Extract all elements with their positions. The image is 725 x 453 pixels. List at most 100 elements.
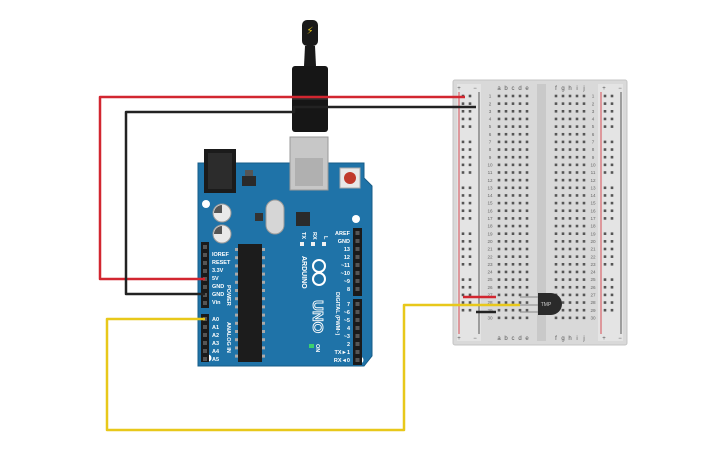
breadboard-hole[interactable]: [518, 186, 522, 190]
breadboard-hole[interactable]: [525, 171, 529, 174]
rail-hole[interactable]: [603, 247, 607, 251]
breadboard-hole[interactable]: [497, 94, 501, 98]
breadboard-hole[interactable]: [497, 102, 501, 105]
breadboard-hole[interactable]: [582, 255, 586, 258]
rail-hole[interactable]: [610, 171, 614, 174]
breadboard-hole[interactable]: [504, 186, 508, 190]
usb-cable[interactable]: ⚡: [292, 20, 328, 132]
breadboard-hole[interactable]: [575, 270, 579, 274]
header-pin[interactable]: [203, 261, 207, 265]
breadboard-hole[interactable]: [511, 155, 515, 159]
breadboard-hole[interactable]: [582, 140, 586, 144]
rail-hole[interactable]: [610, 247, 614, 251]
rail-hole[interactable]: [468, 247, 472, 251]
breadboard-hole[interactable]: [497, 224, 501, 228]
breadboard-hole[interactable]: [497, 240, 501, 243]
rail-hole[interactable]: [603, 140, 607, 144]
header-pin[interactable]: [355, 231, 360, 235]
breadboard-hole[interactable]: [582, 194, 586, 197]
breadboard-hole[interactable]: [518, 308, 522, 312]
breadboard-hole[interactable]: [568, 316, 572, 320]
breadboard-hole[interactable]: [568, 201, 572, 205]
breadboard-hole[interactable]: [568, 125, 572, 128]
breadboard-hole[interactable]: [525, 178, 529, 182]
breadboard-hole[interactable]: [561, 171, 565, 174]
breadboard-hole[interactable]: [504, 140, 508, 144]
rail-hole[interactable]: [603, 171, 607, 174]
breadboard-hole[interactable]: [497, 285, 501, 289]
breadboard-hole[interactable]: [568, 148, 572, 151]
breadboard-hole[interactable]: [554, 263, 558, 266]
header-pin[interactable]: [203, 357, 207, 361]
rail-hole[interactable]: [610, 155, 614, 159]
rail-hole[interactable]: [603, 201, 607, 205]
breadboard-hole[interactable]: [511, 125, 515, 128]
usb-b-port[interactable]: [289, 136, 329, 191]
header-pin[interactable]: [355, 350, 360, 354]
breadboard-hole[interactable]: [497, 270, 501, 274]
breadboard-hole[interactable]: [554, 209, 558, 213]
breadboard-hole[interactable]: [575, 301, 579, 304]
breadboard-hole[interactable]: [568, 240, 572, 243]
breadboard-hole[interactable]: [575, 201, 579, 205]
breadboard-hole[interactable]: [511, 186, 515, 190]
header-pin[interactable]: [355, 358, 360, 362]
breadboard-hole[interactable]: [561, 117, 565, 121]
breadboard-hole[interactable]: [554, 255, 558, 258]
breadboard-hole[interactable]: [561, 178, 565, 182]
breadboard-hole[interactable]: [554, 247, 558, 251]
breadboard-hole[interactable]: [504, 94, 508, 98]
breadboard-hole[interactable]: [561, 232, 565, 235]
breadboard-hole[interactable]: [575, 163, 579, 167]
breadboard-hole[interactable]: [518, 232, 522, 235]
breadboard-hole[interactable]: [582, 148, 586, 151]
breadboard-hole[interactable]: [497, 217, 501, 220]
header-pin[interactable]: [355, 302, 360, 306]
rail-hole[interactable]: [610, 163, 614, 167]
breadboard-hole[interactable]: [554, 186, 558, 190]
rail-hole[interactable]: [461, 163, 465, 167]
breadboard-hole[interactable]: [518, 140, 522, 144]
breadboard-hole[interactable]: [554, 110, 558, 113]
breadboard-hole[interactable]: [504, 255, 508, 258]
breadboard-hole[interactable]: [561, 209, 565, 213]
breadboard-hole[interactable]: [582, 301, 586, 304]
breadboard-hole[interactable]: [518, 293, 522, 297]
header-pin[interactable]: [355, 279, 360, 283]
breadboard-hole[interactable]: [504, 148, 508, 151]
reset-button[interactable]: [339, 167, 361, 189]
breadboard-hole[interactable]: [504, 278, 508, 281]
breadboard-hole[interactable]: [582, 94, 586, 98]
breadboard-hole[interactable]: [497, 308, 501, 312]
breadboard-hole[interactable]: [525, 240, 529, 243]
breadboard-hole[interactable]: [561, 94, 565, 98]
breadboard-hole[interactable]: [504, 316, 508, 320]
breadboard-hole[interactable]: [511, 255, 515, 258]
breadboard-hole[interactable]: [518, 117, 522, 121]
rail-hole[interactable]: [610, 278, 614, 281]
breadboard-hole[interactable]: [511, 247, 515, 251]
rail-hole[interactable]: [468, 140, 472, 144]
breadboard-hole[interactable]: [575, 209, 579, 213]
rail-hole[interactable]: [468, 163, 472, 167]
rail-hole[interactable]: [461, 301, 465, 304]
breadboard-hole[interactable]: [497, 263, 501, 266]
rail-hole[interactable]: [603, 308, 607, 312]
breadboard-hole[interactable]: [525, 308, 529, 312]
rail-hole[interactable]: [468, 194, 472, 197]
breadboard-hole[interactable]: [561, 148, 565, 151]
breadboard-hole[interactable]: [575, 217, 579, 220]
rail-hole[interactable]: [610, 285, 614, 289]
breadboard-hole[interactable]: [582, 178, 586, 182]
breadboard-hole[interactable]: [497, 117, 501, 121]
rail-hole[interactable]: [461, 140, 465, 144]
breadboard-hole[interactable]: [561, 316, 565, 320]
breadboard-hole[interactable]: [568, 110, 572, 113]
breadboard-hole[interactable]: [525, 117, 529, 121]
rail-hole[interactable]: [468, 240, 472, 243]
dc-power-jack[interactable]: [204, 149, 236, 193]
rail-hole[interactable]: [610, 201, 614, 205]
rail-hole[interactable]: [461, 110, 465, 113]
breadboard-hole[interactable]: [518, 155, 522, 159]
breadboard-hole[interactable]: [561, 301, 565, 304]
